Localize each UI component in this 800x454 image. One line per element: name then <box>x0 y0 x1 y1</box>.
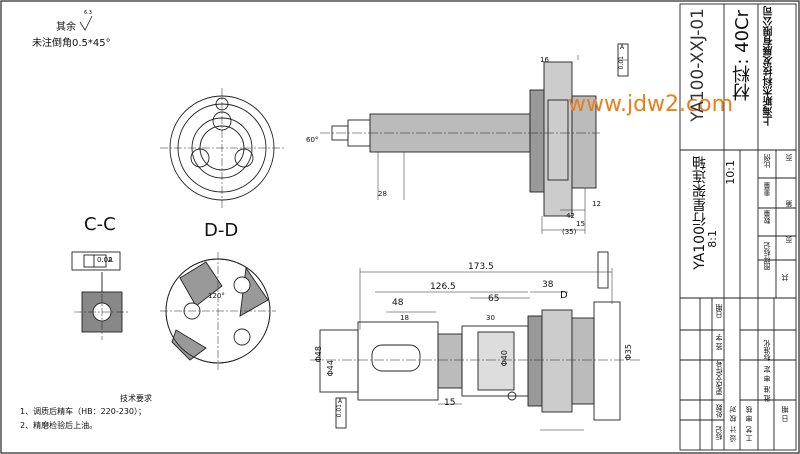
sign-row-0: 设 计 <box>729 426 737 443</box>
section-d-view <box>160 252 276 370</box>
scale-a: 10:1 <box>724 160 737 185</box>
sign2-row-3: 日 期 <box>781 406 789 423</box>
dim-phi35: Φ35 <box>624 344 633 361</box>
chamfer-note: 未注倒角0.5*45° <box>32 38 111 49</box>
tb-di: 第 <box>785 200 793 207</box>
roughness-value: 6.3 <box>84 10 92 16</box>
dim-30: 30 <box>486 314 495 322</box>
section-d-title: D-D <box>204 220 239 241</box>
dim-phi48: Φ48 <box>314 346 323 363</box>
tech-title: 技术要求 <box>120 394 152 403</box>
sign-row-3: 工 艺 <box>745 426 753 443</box>
tb-shuliang: 数量 <box>763 210 771 224</box>
part-name: YA100行星架连轴 <box>692 156 708 270</box>
top-tolerance: 0.01 <box>618 56 625 70</box>
drawing-number: YA100-XXJ-01 <box>688 8 708 122</box>
c-tolerance: 0.02 <box>97 256 113 264</box>
dim-15: 15 <box>576 220 585 228</box>
material-label: 材料: 40Cr <box>732 10 753 101</box>
tech-line-1: 1、调质后精车（HB：220-230）； <box>20 407 147 416</box>
c-datum: A <box>108 256 113 264</box>
dim-38: 38 <box>542 280 554 290</box>
dim-42: 42 <box>566 212 575 220</box>
top-datum: A <box>620 44 625 51</box>
rev-header-2: 更改文件号 <box>715 360 723 395</box>
tb-bili: 比例 <box>763 154 771 168</box>
dim-60deg: 60° <box>306 136 319 144</box>
dim-35: (35) <box>562 228 577 236</box>
top-shaft-view <box>320 43 629 234</box>
bottom-tolerance: 0.01 <box>336 404 343 418</box>
dim-28: 28 <box>378 190 387 198</box>
tb-zhongliang: 重量 <box>763 182 771 196</box>
tech-line-2: 2、精磨检验后上油。 <box>20 421 98 430</box>
rev-header-0: 标记 <box>715 426 723 440</box>
rev-header-1: 处数 <box>715 404 723 418</box>
tb-tuyang: 图样标记 <box>763 242 771 270</box>
d-angle: 120° <box>208 292 225 300</box>
roughness-symbol-icon <box>79 15 93 31</box>
dim-18: 18 <box>400 314 409 322</box>
scale-b: 8:1 <box>706 230 719 248</box>
sign-row-2: 审 核 <box>745 406 753 423</box>
rev-header-3: 签 字 <box>715 334 723 351</box>
section-d-marker: D <box>560 290 568 301</box>
tb-gong: 共 <box>781 274 789 281</box>
section-c-title: C-C <box>84 214 116 235</box>
sign2-row-0: 标准化 <box>763 340 771 361</box>
dim-173-5: 173.5 <box>468 262 494 272</box>
section-c-view <box>71 251 130 340</box>
rev-header-4: 日期 <box>715 304 723 318</box>
dim-15b: 15 <box>444 398 456 408</box>
tb-ye2: 页 <box>785 236 793 243</box>
main-shaft-view <box>310 251 640 431</box>
company-name: 上海斯杰科技发展有限公司 <box>764 6 775 126</box>
watermark: www.jdw2.com <box>568 92 733 117</box>
sign2-row-1: 审 定 <box>763 366 771 383</box>
dim-126-5: 126.5 <box>430 282 456 292</box>
dim-16: 16 <box>540 56 549 64</box>
dim-phi40: Φ40 <box>500 350 509 367</box>
sign-row-1: 校 对 <box>729 406 737 423</box>
dim-65: 65 <box>488 294 500 304</box>
title-block <box>679 3 797 451</box>
front-view-top <box>160 88 284 208</box>
bottom-datum: A <box>338 398 343 405</box>
dim-48: 48 <box>392 298 404 308</box>
rest-label: 其余 <box>56 22 76 33</box>
dim-12: 12 <box>592 200 601 208</box>
dim-phi44: Φ44 <box>326 360 335 377</box>
tb-ye: 页 <box>785 154 793 161</box>
sign2-row-2: 批 准 <box>763 386 771 403</box>
